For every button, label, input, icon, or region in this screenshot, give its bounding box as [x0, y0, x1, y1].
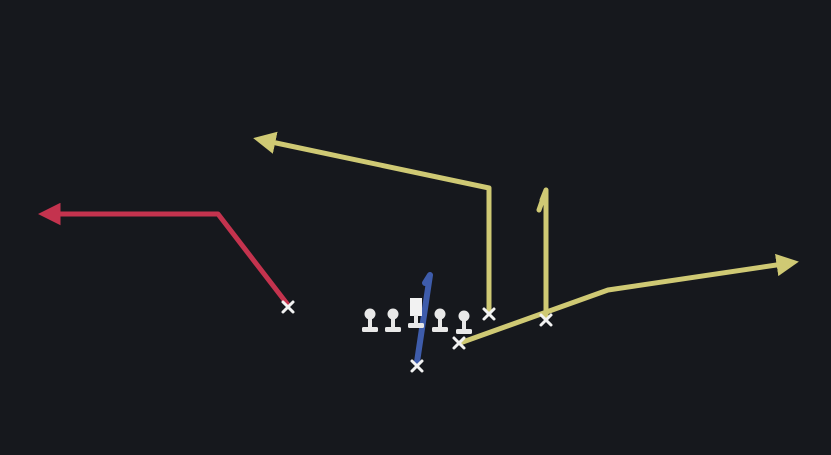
route-red-wr-left — [38, 202, 291, 308]
route-blue-qb — [414, 272, 433, 365]
x-mark-wr-left — [281, 300, 295, 314]
route-yellow-rb — [457, 253, 799, 346]
x-mark-qb — [410, 359, 424, 373]
x-mark-rb — [452, 336, 466, 350]
center-icon — [408, 298, 424, 328]
lineman-icon — [456, 310, 472, 334]
lineman-icon — [362, 308, 378, 332]
lineman-icon — [432, 308, 448, 332]
route-yellow-wr-right — [536, 187, 549, 321]
route-yellow-slot-right — [253, 131, 492, 316]
x-mark-slot-right — [482, 307, 496, 321]
lineman-icon — [385, 308, 401, 332]
x-mark-wr-right — [539, 313, 553, 327]
